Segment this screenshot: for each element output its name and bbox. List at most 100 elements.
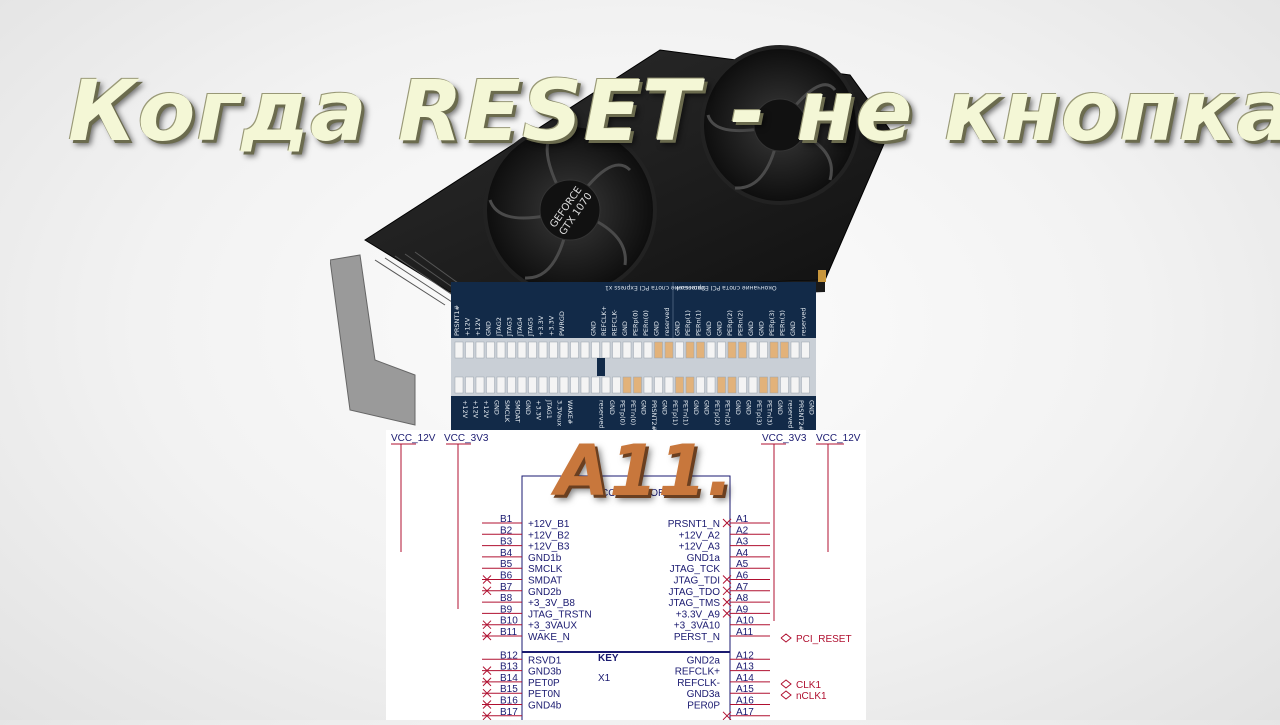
pcie-top-pin-label: JTAG3 (506, 317, 514, 337)
no-connect-mark (722, 575, 732, 584)
right-pin-number: A2 (736, 525, 749, 536)
pcie-contact-bottom (528, 376, 537, 394)
pcie-contact-bottom (717, 376, 726, 394)
power-label-vcc12v-left: VCC_12V (391, 433, 436, 444)
net-label-pci-reset: PCI_RESET (796, 634, 852, 645)
pcie-bottom-pin-label: GND (661, 400, 669, 415)
pcie-bottom-pin-label: GND (608, 400, 616, 415)
pcie-contact-bottom (622, 376, 632, 394)
pcie-contact-top (601, 341, 611, 359)
io-bracket (330, 254, 416, 426)
right-pin-signal: GND3a (687, 689, 721, 700)
net-label-arrows (780, 633, 792, 700)
right-pin-number: A7 (736, 582, 749, 593)
pcie-top-pin-label: PWRGD (558, 311, 566, 336)
right-pin-number: A5 (736, 559, 749, 570)
pcie-contact-bottom (591, 376, 600, 394)
pcie-bottom-pin-label: PETn(2) (724, 400, 732, 425)
power-label-vcc3v3-right: VCC_3V3 (762, 433, 807, 444)
no-connect-mark (482, 700, 492, 709)
left-pin-number: B6 (500, 571, 513, 582)
pcie-contact-top (654, 341, 663, 359)
power-rails (391, 443, 844, 621)
pcie-contact-bottom (664, 376, 674, 394)
pcie-bottom-pin-label: +12V (461, 400, 469, 419)
pcie-contact-top (612, 341, 621, 359)
pcie-connector-schematic: VCC_12V VCC_3V3 VCC_3V3 VCC_12V CONNECTO… (386, 430, 866, 725)
pcie-contact-top (696, 341, 705, 359)
pcie-top-pin-label: reserved (663, 307, 671, 336)
left-pin-signal: RSVD1 (528, 655, 562, 666)
pcie-top-pin-label: GND (674, 321, 682, 336)
right-pin-signal: REFCLK+ (675, 667, 720, 678)
pcie-bottom-pin-label: SMCLK (503, 400, 511, 423)
pcie-top-pin-label: REFCLK+ (600, 306, 608, 336)
pcie-bottom-pin-label: GND (734, 400, 742, 415)
key-label: KEY (598, 653, 619, 664)
pcie-top-pin-label: GND (758, 321, 766, 336)
pcie-contact-top (507, 341, 516, 359)
no-connect-mark (482, 575, 492, 584)
connector-body (521, 475, 731, 725)
pcie-bottom-pin-label: +12V (482, 400, 490, 419)
pcie-bottom-pin-label: PRSNT2# (650, 400, 658, 431)
pcie-top-pin-label: GND (621, 321, 629, 336)
left-pin-signal: +12V_B3 (528, 542, 570, 553)
ref-designator: X1 (598, 673, 611, 684)
pcie-top-pin-label: PERp(3) (768, 310, 776, 336)
right-pin-signal: GND1a (687, 553, 721, 564)
no-connect-mark (482, 711, 492, 721)
left-pin-number: B10 (500, 616, 518, 627)
pcie-contact-top (559, 341, 569, 359)
pcie-contact-bottom (486, 376, 495, 394)
left-pin-signal: SMCLK (528, 564, 563, 575)
pin-callout: A11. (555, 430, 734, 512)
pcie-contact-bottom (612, 376, 621, 394)
pcie-contact-bottom (601, 376, 611, 394)
right-pin-signal: JTAG_TDI (674, 576, 720, 587)
pcie-top-pin-label: PERn(1) (695, 310, 703, 336)
pcie-bottom-pin-label: PETp(3) (755, 400, 763, 425)
pcie-contact-bottom (685, 376, 695, 394)
pcie-contact-top (717, 341, 726, 359)
no-connect-mark (722, 518, 732, 528)
left-pin-number: B4 (500, 548, 513, 559)
no-connect-mark (482, 677, 492, 687)
connector-label: CONNECTOR (601, 488, 665, 499)
no-connect-mark (722, 597, 732, 607)
pcie-contact-top (633, 341, 642, 359)
pcie-bottom-pin-label: SMDAT (514, 400, 522, 423)
right-pin-signal: JTAG_TCK (670, 564, 721, 575)
pcie-top-pin-label: REFCLK- (611, 309, 619, 336)
right-pin-number: A4 (736, 548, 749, 559)
pcie-top-pin-label: GND (716, 321, 724, 336)
pcie-bottom-pin-label: PETp(2) (713, 400, 721, 425)
left-pin-signal: GND4b (528, 701, 562, 712)
left-pin-signal: SMDAT (528, 576, 562, 587)
right-pin-number: A9 (736, 604, 749, 615)
pcie-contact-bottom (780, 376, 789, 394)
no-connect-mark (482, 586, 492, 596)
pcie-contact-bottom (654, 376, 663, 394)
right-pin-signal: REFCLK- (677, 678, 720, 689)
pcie-top-pin-label: GND (789, 321, 797, 336)
pcie-contact-top (570, 341, 579, 359)
pcie-contact-bottom (496, 376, 506, 394)
left-pin-signal: GND1b (528, 553, 562, 564)
pcie-contact-top (675, 341, 684, 359)
pcie-top-pin-label: reserved (800, 307, 808, 336)
left-pin-signal: WAKE_N (528, 632, 570, 643)
pcie-bottom-pin-label: JTAG1 (545, 399, 553, 419)
pcie-contact-top (706, 341, 716, 359)
pcie-slot-contacts (454, 341, 810, 394)
pcie-contact-bottom (570, 376, 579, 394)
pcie-bottom-pin-label: GND (745, 400, 753, 415)
pcie-contact-top (496, 341, 506, 359)
left-pin-signal: PET0N (528, 689, 560, 700)
no-connect-mark (722, 586, 732, 596)
pcie-slot-key (597, 358, 605, 376)
pcie-bottom-pin-label: PRSNT2# (797, 400, 805, 431)
left-pin-number: B5 (500, 559, 513, 570)
pcie-bottom-pin-label: PETp(0) (619, 400, 627, 425)
